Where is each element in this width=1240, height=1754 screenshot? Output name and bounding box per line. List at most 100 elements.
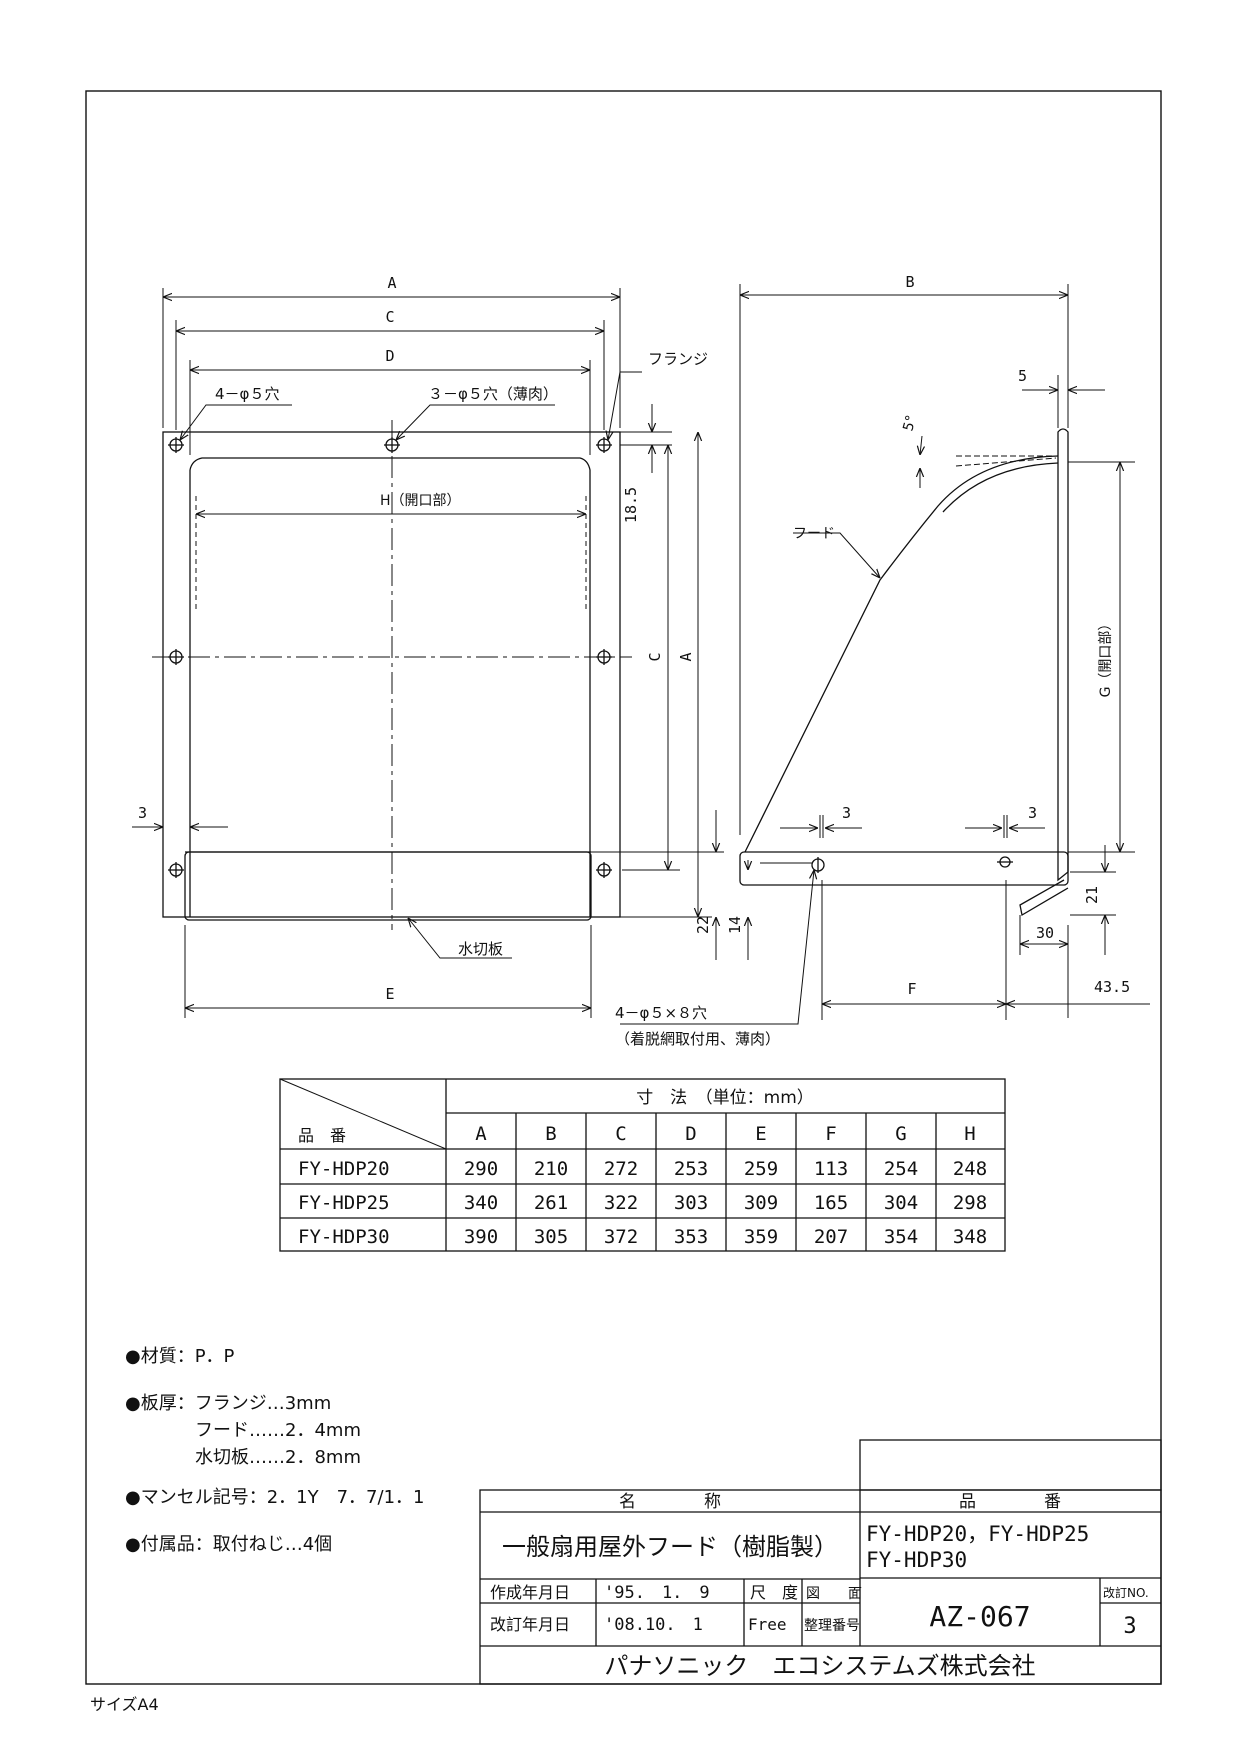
label-slot-2: （着脱網取付用、薄肉） xyxy=(615,1030,780,1048)
label-hood: フード xyxy=(793,526,835,542)
col-header: B xyxy=(545,1123,556,1145)
note-thickness-3: 水切板……2．8mm xyxy=(195,1447,361,1468)
value-cell: 353 xyxy=(674,1226,708,1248)
note-material: ●材質：P．P xyxy=(125,1346,235,1367)
col-header: D xyxy=(685,1123,696,1145)
value-cell: 298 xyxy=(953,1192,987,1214)
rev-label: 改訂NO. xyxy=(1103,1585,1149,1600)
company-name: パナソニック エコシステムズ株式会社 xyxy=(604,1652,1035,1680)
value-cell: 340 xyxy=(464,1192,498,1214)
model-cell: FY-HDP20 xyxy=(298,1158,390,1180)
value-cell: 165 xyxy=(814,1192,848,1214)
drawing-number: AZ-067 xyxy=(929,1600,1030,1633)
value-cell: 254 xyxy=(884,1158,918,1180)
label-A: A xyxy=(387,274,396,292)
label-E: E xyxy=(385,985,394,1003)
value-cell: 207 xyxy=(814,1226,848,1248)
table-row: FY-HDP30 390 305 372 353 359 207 354 348 xyxy=(298,1226,987,1248)
value-cell: 272 xyxy=(604,1158,638,1180)
value-cell: 248 xyxy=(953,1158,987,1180)
models-line-2: FY-HDP30 xyxy=(866,1548,967,1572)
scale-label: 尺 度 xyxy=(750,1583,798,1602)
value-cell: 253 xyxy=(674,1158,708,1180)
label-dim-18-5: 18.5 xyxy=(622,487,640,523)
table-row-header: 品 番 xyxy=(298,1126,346,1145)
label-slot-1: 4－φ５×８穴 xyxy=(615,1004,707,1022)
label-mizukiri: 水切板 xyxy=(458,940,503,958)
note-accessory: ●付属品：取付ねじ…4個 xyxy=(125,1534,332,1555)
label-A-vertical: A xyxy=(677,652,695,661)
value-cell: 290 xyxy=(464,1158,498,1180)
note-thickness-1: ●板厚：フランジ…3mm xyxy=(125,1393,331,1414)
label-dim-3-right: 3 xyxy=(1028,804,1037,822)
label-B: B xyxy=(905,273,914,291)
col-header: A xyxy=(475,1123,487,1145)
label-H-open: H（開口部） xyxy=(380,493,461,509)
label-dim-22: 22 xyxy=(694,916,712,934)
note-munsell: ●マンセル記号：2．1Y 7．7/1．1 xyxy=(125,1487,424,1508)
notes: ●材質：P．P ●板厚：フランジ…3mm フード……2．4mm 水切板……2．8… xyxy=(125,1346,424,1555)
label-holes4: 4－φ５穴 xyxy=(215,385,279,403)
side-dimensions xyxy=(620,284,1150,1025)
value-cell: 210 xyxy=(534,1158,568,1180)
label-D: D xyxy=(385,347,394,365)
label-dim-3-left: 3 xyxy=(842,804,851,822)
label-F: F xyxy=(907,980,916,998)
created-label: 作成年月日 xyxy=(490,1583,570,1602)
front-dimensions xyxy=(132,288,748,1018)
value-cell: 261 xyxy=(534,1192,568,1214)
dimension-table: 寸 法 （単位：mm） 品 番 A B C D E F G H FY-HDP20… xyxy=(279,1078,1006,1252)
value-cell: 304 xyxy=(884,1192,918,1214)
model-cell: FY-HDP30 xyxy=(298,1226,390,1248)
value-cell: 305 xyxy=(534,1226,568,1248)
sheet-border xyxy=(85,90,1162,1685)
note-thickness-2: フード……2．4mm xyxy=(195,1420,361,1441)
label-flange: フランジ xyxy=(648,350,708,368)
col-header: G xyxy=(895,1123,906,1145)
drawing-text: A C D 4－φ５穴 ３－φ５穴（薄肉） フランジ H（開口部） 3 18.5… xyxy=(138,273,1130,1048)
label-dim-14: 14 xyxy=(726,916,744,934)
number-label: 整理番号 xyxy=(804,1618,860,1634)
table-row: FY-HDP20 290 210 272 253 259 113 254 248 xyxy=(298,1158,987,1180)
value-cell: 348 xyxy=(953,1226,987,1248)
label-C-vertical: C xyxy=(646,652,664,661)
created-value: '95. 1. 9 xyxy=(604,1583,710,1603)
label-C: C xyxy=(385,308,394,326)
label-dim-30: 30 xyxy=(1036,924,1054,942)
scale-value: Free xyxy=(748,1615,787,1634)
col-header: H xyxy=(964,1123,975,1145)
label-G-open: G（開口部） xyxy=(1098,617,1114,698)
model-cell: FY-HDP25 xyxy=(298,1192,390,1214)
value-cell: 390 xyxy=(464,1226,498,1248)
title-block: 名 称 品 番 一般扇用屋外フード（樹脂製） FY-HDP20，FY-HDP25… xyxy=(479,1439,1162,1685)
label-holes3: ３－φ５穴（薄肉） xyxy=(428,385,558,403)
col-header: C xyxy=(615,1123,626,1145)
value-cell: 354 xyxy=(884,1226,918,1248)
value-cell: 372 xyxy=(604,1226,638,1248)
col-header: E xyxy=(755,1123,766,1145)
drawing-label: 図 面 xyxy=(806,1586,862,1602)
table-units-header: 寸 法 （単位：mm） xyxy=(636,1088,814,1108)
front-view xyxy=(152,420,632,930)
models-line-1: FY-HDP20，FY-HDP25 xyxy=(866,1522,1089,1546)
col-header: F xyxy=(825,1123,836,1145)
value-cell: 322 xyxy=(604,1192,638,1214)
product-name: 一般扇用屋外フード（樹脂製） xyxy=(502,1533,838,1561)
value-cell: 113 xyxy=(814,1158,848,1180)
table-row: FY-HDP25 340 261 322 303 309 165 304 298 xyxy=(298,1192,987,1214)
size-label: サイズA4 xyxy=(90,1695,159,1714)
value-cell: 359 xyxy=(744,1226,778,1248)
title-name-header: 名 称 xyxy=(619,1492,721,1512)
rev-value: 3 xyxy=(1123,1614,1136,1639)
value-cell: 259 xyxy=(744,1158,778,1180)
value-cell: 309 xyxy=(744,1192,778,1214)
label-dim-21: 21 xyxy=(1083,886,1101,904)
side-view xyxy=(739,428,1069,917)
value-cell: 303 xyxy=(674,1192,708,1214)
revised-value: '08.10. 1 xyxy=(604,1615,703,1635)
revised-label: 改訂年月日 xyxy=(490,1615,570,1634)
label-dim-43-5: 43.5 xyxy=(1094,978,1130,996)
label-dim-5: 5 xyxy=(1018,367,1027,385)
title-model-header: 品 番 xyxy=(959,1492,1061,1512)
